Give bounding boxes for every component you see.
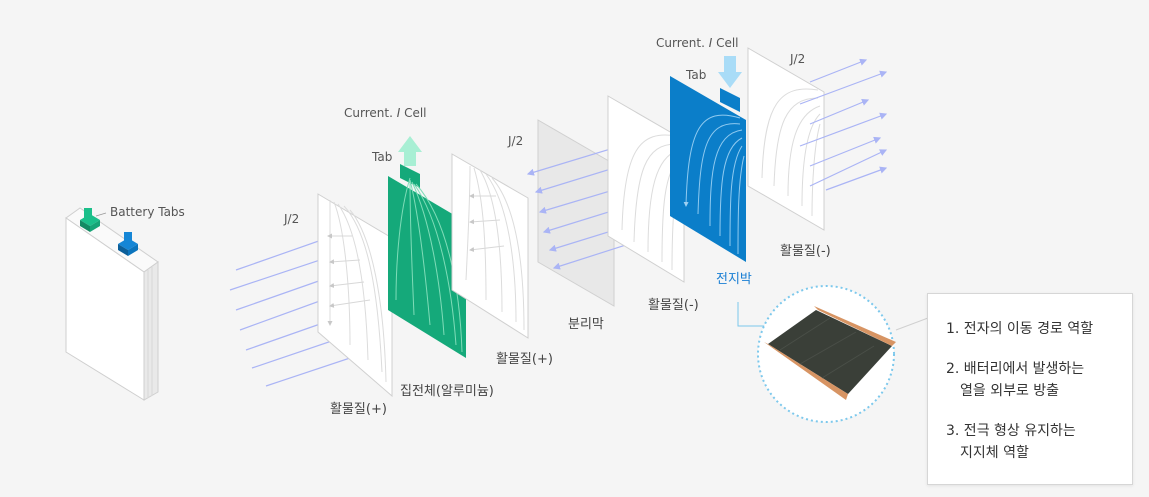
info-item-3-line2: 지지체 역할: [946, 442, 1076, 464]
foil-role-info-box: 1. 전자의 이동 경로 역할 2. 배터리에서 발생하는 열을 외부로 방출 …: [927, 293, 1133, 485]
active-plus-label-1: 활물질(+): [330, 398, 387, 417]
current-right-prefix: Current.: [656, 36, 709, 50]
foil-pointer-line: [738, 302, 768, 326]
info-item-2-line1: 2. 배터리에서 발생하는: [946, 361, 1084, 377]
current-arrow-up-green: [398, 136, 422, 166]
battery-tabs-label: Battery Tabs: [110, 205, 185, 219]
active-material-minus-panel-2: [748, 48, 824, 230]
info-item-3: 3. 전극 형상 유지하는 지지체 역할: [946, 420, 1076, 464]
current-right-label: Current. I Cell: [656, 36, 739, 50]
info-item-2: 2. 배터리에서 발생하는 열을 외부로 방출: [946, 358, 1084, 402]
current-left-suffix: Cell: [400, 106, 426, 120]
active-material-plus-panel-1: [318, 194, 392, 396]
info-pointer-line: [896, 318, 928, 330]
tab-right-label: Tab: [686, 68, 706, 82]
current-left-prefix: Current.: [344, 106, 397, 120]
current-left-label: Current. I Cell: [344, 106, 427, 120]
separator-panel: [538, 120, 614, 306]
info-item-3-line1: 3. 전극 형상 유지하는: [946, 423, 1076, 439]
j2-right-label: J/2: [790, 52, 805, 66]
info-item-1: 1. 전자의 이동 경로 역할: [946, 318, 1093, 340]
j2-left-label: J/2: [284, 212, 299, 226]
active-minus-label-2: 활물질(-): [780, 240, 831, 259]
tab-left-label: Tab: [372, 150, 392, 164]
separator-label: 분리막: [568, 313, 604, 332]
electrode-foil-label: 전지박: [716, 268, 752, 287]
active-minus-label-1: 활물질(-): [648, 294, 699, 313]
info-item-1-text: 1. 전자의 이동 경로 역할: [946, 321, 1093, 337]
battery-cell: [66, 208, 158, 400]
j2-middle-label: J/2: [508, 134, 523, 148]
foil-zoom-circle: [758, 286, 896, 422]
current-right-suffix: Cell: [712, 36, 738, 50]
active-plus-label-2: 활물질(+): [496, 348, 553, 367]
current-arrow-down-blue: [718, 56, 742, 88]
collector-al-label: 집전체(알루미늄): [400, 380, 494, 399]
info-item-2-line2: 열을 외부로 방출: [946, 380, 1084, 402]
